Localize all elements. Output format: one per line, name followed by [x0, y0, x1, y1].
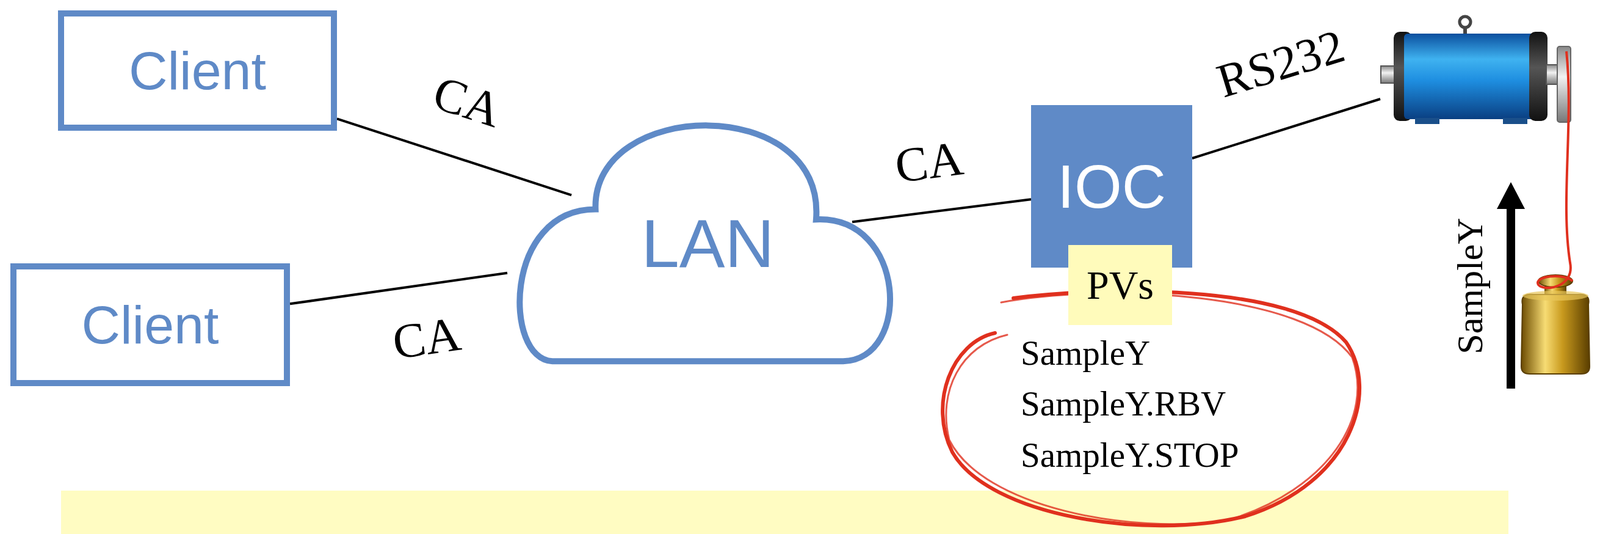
axis-label: SampleY	[1451, 217, 1489, 354]
ioc-box: IOC	[1031, 104, 1193, 268]
network-cloud: LAN	[507, 122, 909, 366]
protocol-label: CA	[424, 65, 512, 138]
client-box: Client	[10, 263, 290, 386]
network-link	[336, 118, 572, 195]
highlight-ellipse	[942, 291, 1360, 525]
motor-drawing	[1380, 16, 1571, 124]
protocol-label: CA	[385, 307, 468, 369]
pv-name: SampleY.RBV	[1020, 385, 1226, 421]
pv-name: SampleY	[1020, 335, 1151, 370]
weight-drawing	[1521, 274, 1590, 374]
network-link	[289, 272, 508, 305]
network-link	[852, 199, 1032, 222]
link-label: RS232	[1211, 21, 1350, 106]
node-text: PVs	[1086, 264, 1154, 306]
serial-wire	[1192, 98, 1381, 159]
protocol-label: CA	[888, 131, 970, 192]
client-box: Client	[57, 10, 337, 131]
node-text: LAN	[641, 209, 775, 278]
node-text: Client	[81, 297, 220, 352]
motion-arrow	[1496, 181, 1525, 389]
node-text: IOC	[1057, 155, 1166, 217]
node-text: Client	[128, 43, 267, 98]
string-line	[1537, 51, 1573, 288]
pv-tag: PVs	[1068, 244, 1173, 325]
pv-name: SampleY.STOP	[1020, 437, 1239, 472]
